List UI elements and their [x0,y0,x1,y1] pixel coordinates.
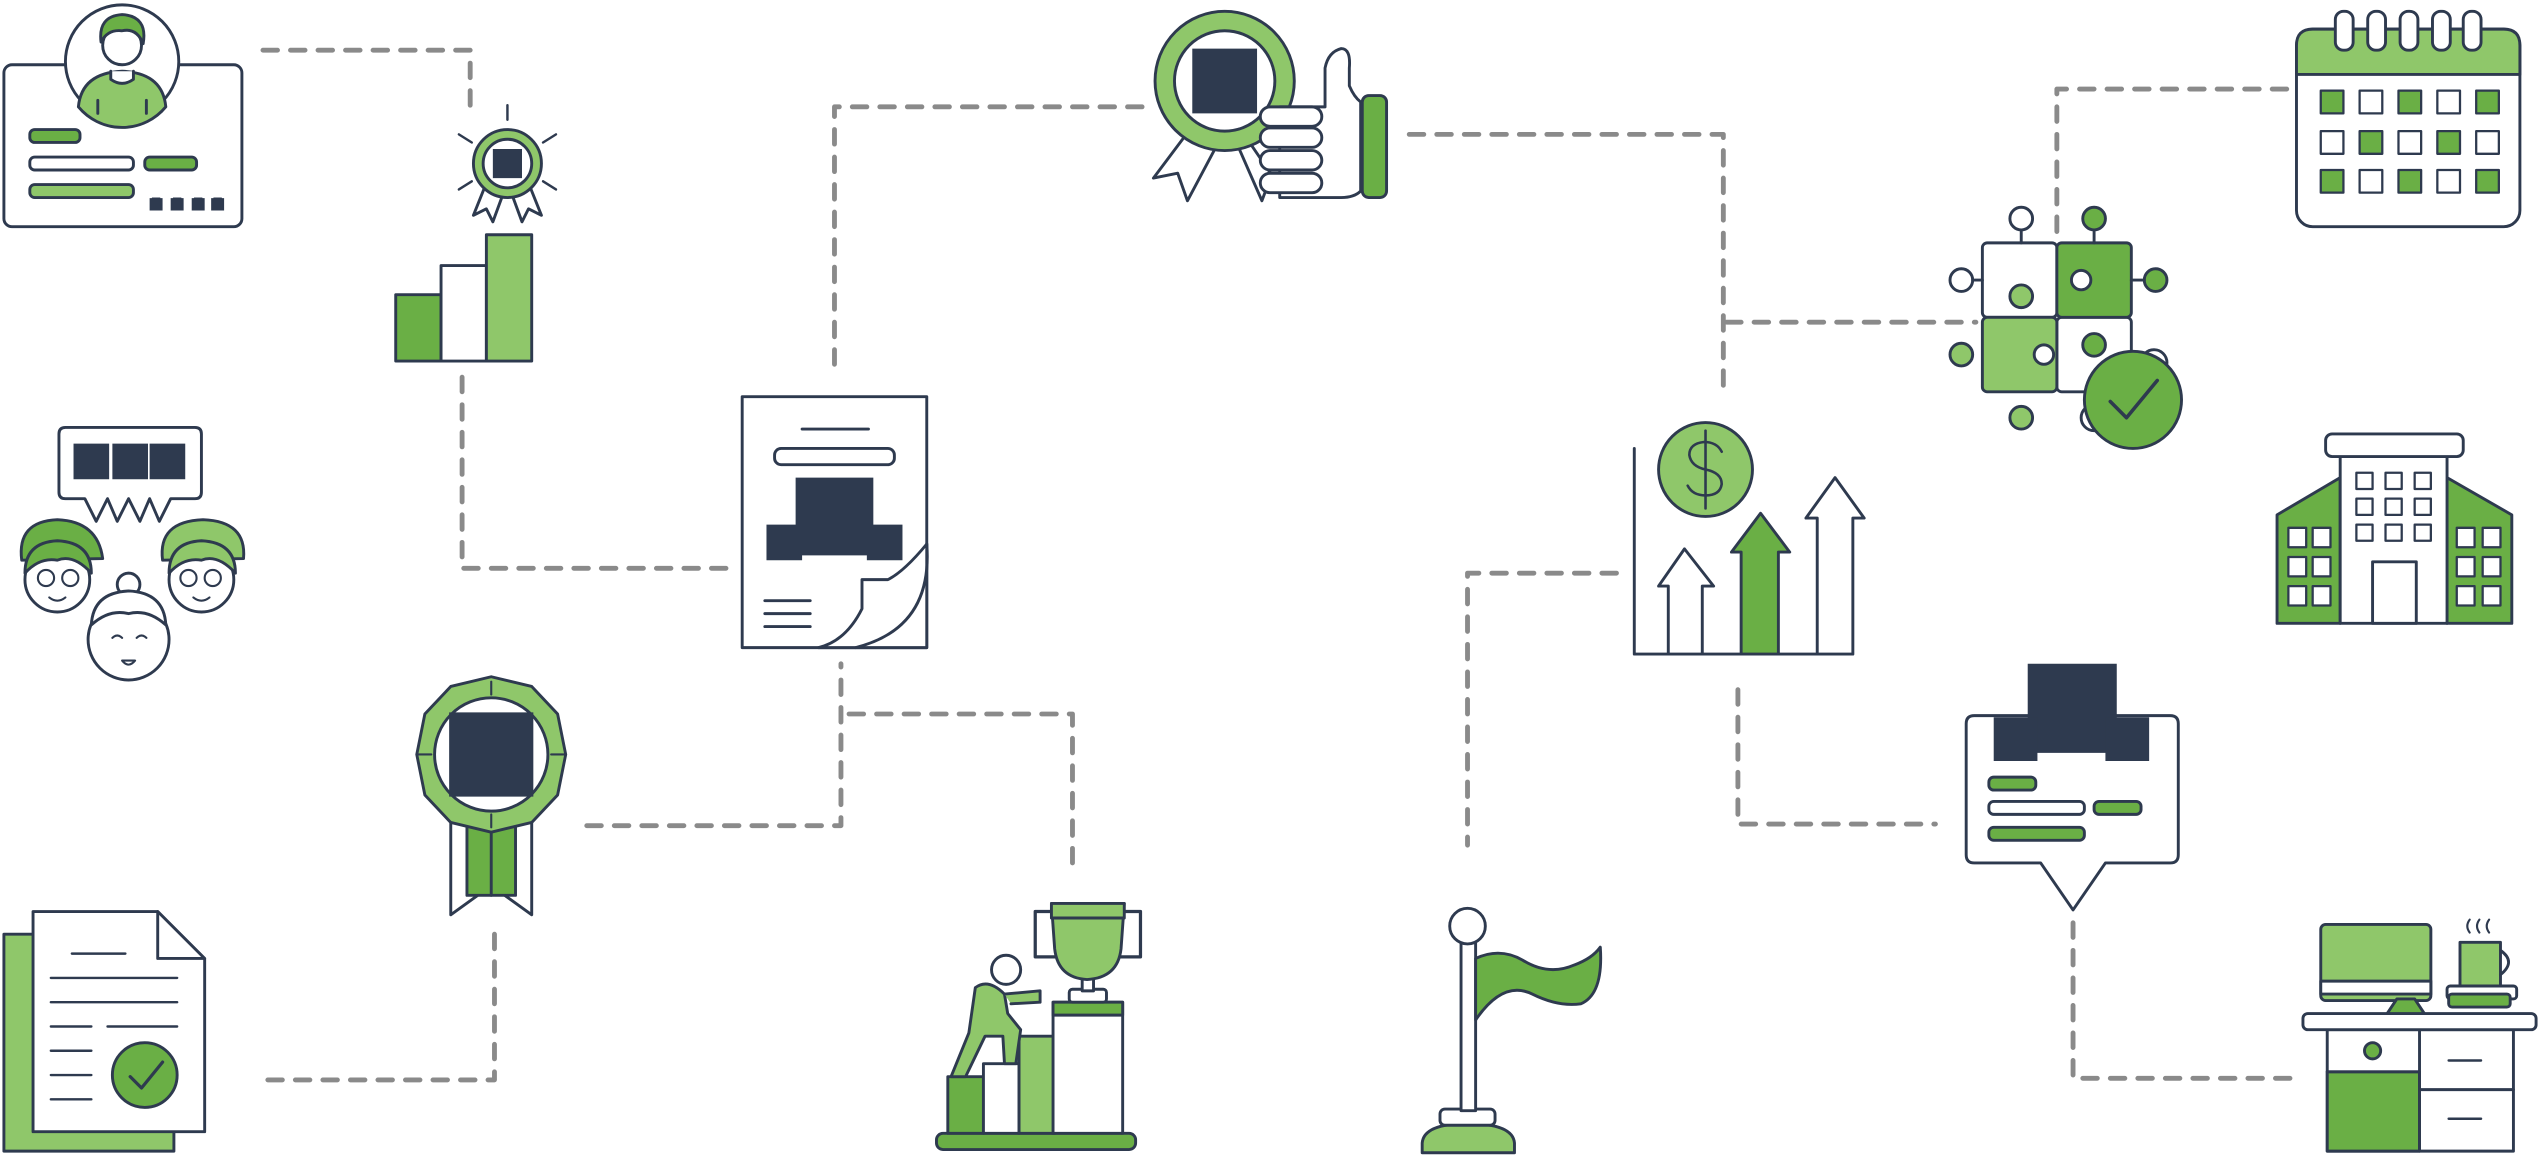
award-bar-chart-icon [394,104,558,363]
growth-chart-dollar-icon [1632,421,1866,656]
connector-medal-to-document [584,661,844,829]
connector-document-to-trophy [846,711,1075,877]
team-feedback-icon [19,425,246,682]
award-thumbs-up-icon [1151,9,1389,203]
connector-growth-to-rating [1735,687,1938,827]
connector-profile-to-award-chart [260,47,473,116]
office-desk-icon [2301,918,2538,1153]
connector-document-to-thumbs [832,104,1150,367]
medal-ribbon-icon [415,675,568,917]
connector-growth-to-flag [1465,570,1619,848]
dashed-connectors [260,47,2299,1083]
connector-calendar-to-puzzle [2054,86,2290,243]
rating-speech-bubble-icon [1964,664,2180,912]
connector-medal-to-checked-doc [262,931,497,1083]
document-stars-icon [740,395,929,650]
trophy-climb-icon [935,901,1143,1151]
puzzle-check-icon [1948,205,2183,450]
office-building-icon [2275,432,2514,625]
profile-card-icon [2,3,244,229]
connector-rating-to-desk [2070,920,2299,1081]
checked-document-icon [2,910,207,1153]
connector-thumbs-to-growth [1406,131,1726,400]
goal-flag-icon [1420,906,1603,1155]
connector-chart-to-document [459,374,729,571]
calendar-icon [2295,9,2522,229]
